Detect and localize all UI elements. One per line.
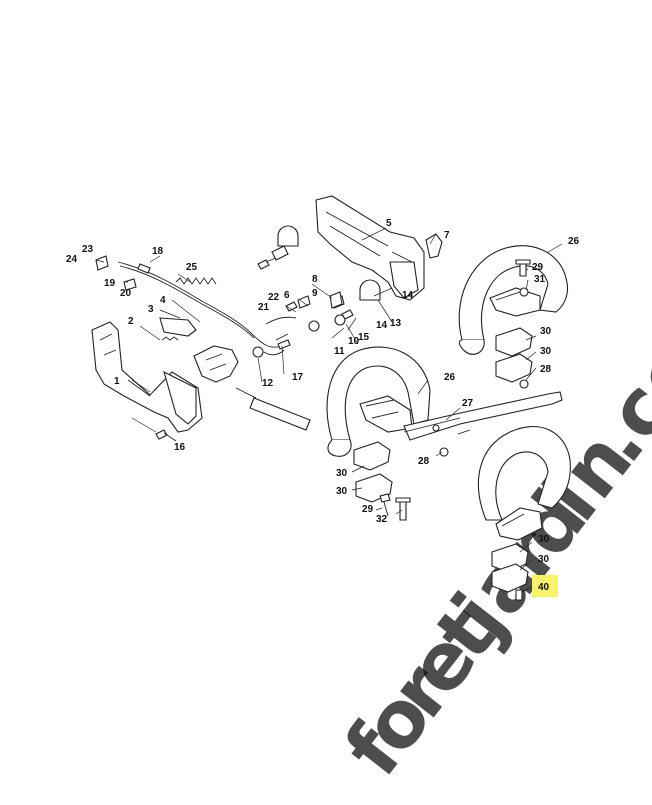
- callout-26-top[interactable]: 26: [568, 236, 580, 247]
- callout-8[interactable]: 8: [312, 274, 318, 285]
- loop-handle-bottom-right: [478, 426, 571, 541]
- clamp-housing: [315, 195, 425, 301]
- callout-labels: 1 2 3 4 5 6 7 8 9 10 11 12 13 14 14 15 1…: [66, 218, 580, 593]
- callout-1[interactable]: 1: [114, 376, 120, 387]
- slide-8: [329, 291, 343, 309]
- callout-30-mid-2[interactable]: 30: [336, 486, 348, 497]
- small-spring: [161, 336, 179, 341]
- callout-32[interactable]: 32: [376, 514, 388, 525]
- handle-tube: [235, 387, 311, 431]
- callout-30-mid-1[interactable]: 30: [336, 468, 348, 479]
- callout-17[interactable]: 17: [292, 372, 304, 383]
- highlight-box: [532, 575, 558, 597]
- callout-18[interactable]: 18: [152, 246, 164, 257]
- callout-26-middle[interactable]: 26: [444, 372, 456, 383]
- callout-13[interactable]: 13: [390, 318, 402, 329]
- callout-15[interactable]: 15: [358, 332, 370, 343]
- callout-3[interactable]: 3: [148, 304, 154, 315]
- throttle-cable: [117, 261, 283, 348]
- callout-19[interactable]: 19: [104, 278, 116, 289]
- callout-31[interactable]: 31: [534, 274, 546, 285]
- callout-14-lower[interactable]: 14: [376, 320, 388, 331]
- screw-16: [155, 429, 177, 442]
- callout-28-top[interactable]: 28: [540, 364, 552, 375]
- nut-28-top: [519, 379, 529, 389]
- callout-23[interactable]: 23: [82, 244, 94, 255]
- screw-29-top: [515, 259, 531, 277]
- callout-20[interactable]: 20: [120, 288, 132, 299]
- clamp-half-middle-upper: [353, 441, 391, 471]
- callout-30-bottom-2[interactable]: 30: [538, 554, 550, 565]
- callout-5[interactable]: 5: [386, 218, 392, 229]
- interlock-lever: [159, 317, 197, 337]
- callout-21[interactable]: 21: [258, 302, 270, 313]
- clamp-14-lower: [359, 279, 381, 301]
- callout-4[interactable]: 4: [160, 295, 166, 306]
- nut-28-middle: [439, 447, 449, 457]
- callout-7[interactable]: 7: [444, 230, 450, 241]
- clamp-half-top-lower: [495, 353, 533, 383]
- wire-set: [252, 316, 297, 358]
- callout-29-middle[interactable]: 29: [362, 504, 374, 515]
- clamp-half-bottom-lower: [491, 563, 529, 593]
- callout-25[interactable]: 25: [186, 262, 198, 273]
- watermark: foretjardin.com: [328, 265, 652, 793]
- callout-30-top-2[interactable]: 30: [540, 346, 552, 357]
- clamp-14-top: [271, 225, 299, 261]
- callout-30-top-1[interactable]: 30: [540, 326, 552, 337]
- screw-29-middle: [379, 493, 391, 517]
- callout-40[interactable]: 40: [538, 582, 550, 593]
- clamp-half-top-upper: [495, 327, 533, 357]
- screw-32: [395, 497, 411, 521]
- callout-2[interactable]: 2: [128, 316, 134, 327]
- screw-15: [341, 309, 354, 320]
- callout-28-middle[interactable]: 28: [418, 456, 430, 467]
- nut-31: [519, 287, 529, 297]
- callout-22[interactable]: 22: [268, 292, 280, 303]
- spring-10: [334, 314, 346, 326]
- throttle-trigger: [193, 345, 239, 383]
- leader-lines: [95, 227, 563, 593]
- callout-16[interactable]: 16: [174, 442, 186, 453]
- support-tube: [403, 391, 563, 441]
- callout-27[interactable]: 27: [462, 398, 474, 409]
- callout-29-top[interactable]: 29: [532, 262, 544, 273]
- cable-clips: [95, 255, 137, 291]
- callout-24[interactable]: 24: [66, 254, 78, 265]
- clamp-half-bottom-upper: [491, 543, 529, 573]
- control-handle-housing: [91, 321, 203, 433]
- callout-9[interactable]: 9: [312, 288, 318, 299]
- watermark-letter: m: [647, 265, 652, 384]
- bracket-7: [425, 233, 443, 259]
- callout-10[interactable]: 10: [348, 336, 360, 347]
- callout-11[interactable]: 11: [334, 346, 345, 357]
- loop-handle-middle: [326, 346, 431, 457]
- screw-small-top: [257, 257, 277, 270]
- callout-14-top[interactable]: 14: [402, 290, 414, 301]
- loop-handle-top-right: [458, 245, 569, 355]
- screw-40: [515, 589, 523, 601]
- callout-12[interactable]: 12: [262, 378, 274, 389]
- callout-30-bottom-1[interactable]: 30: [538, 534, 550, 545]
- callout-6[interactable]: 6: [284, 290, 290, 301]
